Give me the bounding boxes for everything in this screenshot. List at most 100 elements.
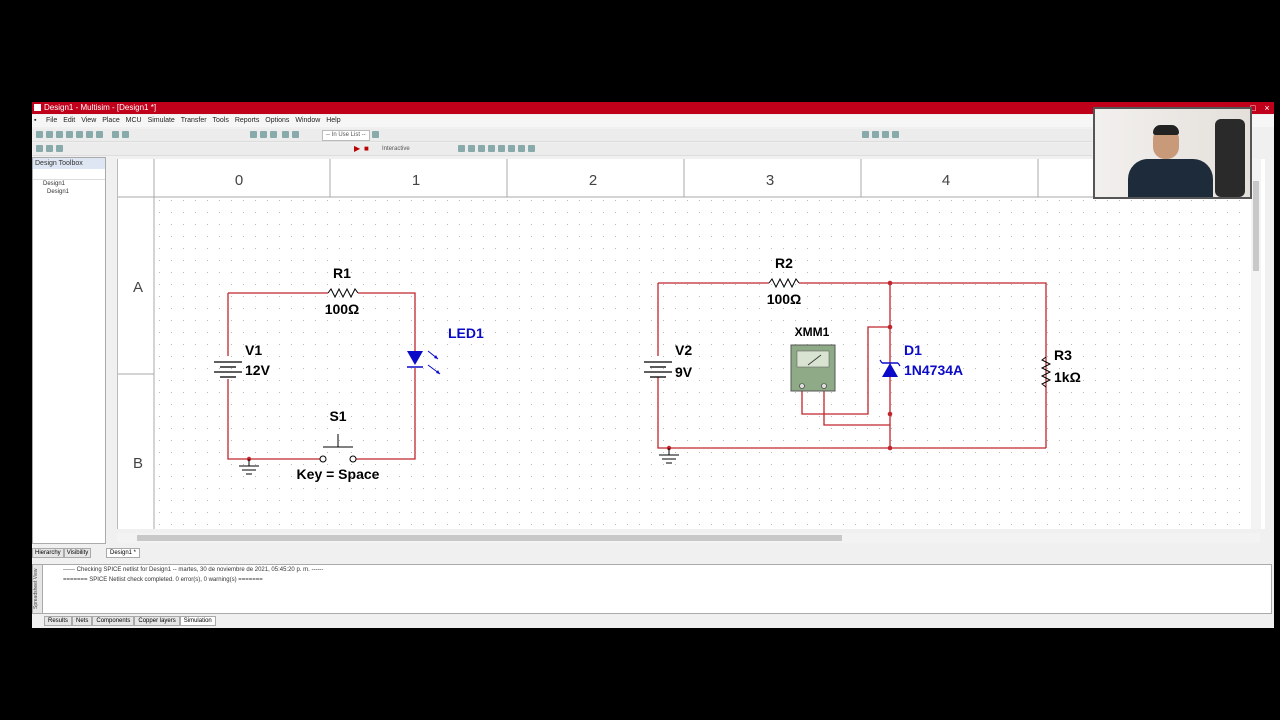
wire[interactable] — [823, 386, 890, 426]
print-icon[interactable] — [66, 131, 73, 138]
zoom-out-icon[interactable] — [122, 131, 129, 138]
place-icon[interactable] — [36, 145, 43, 152]
in-use-list-dropdown[interactable]: -- In Use List -- — [322, 130, 370, 141]
menu-view[interactable]: View — [81, 117, 97, 124]
tab-results[interactable]: Results — [44, 616, 73, 626]
open-icon[interactable] — [46, 131, 53, 138]
probe-diff-icon[interactable] — [488, 145, 495, 152]
xmm1-label: XMM1 — [795, 325, 830, 339]
vertical-scroll-thumb[interactable] — [1253, 181, 1259, 271]
r1-resistor-symbol[interactable] — [327, 287, 359, 299]
wire[interactable] — [358, 292, 416, 351]
schematic-canvas[interactable]: 0 1 2 3 4 A B R1 100Ω — [117, 159, 1265, 529]
led1-label: LED1 — [448, 325, 484, 341]
component-icon[interactable] — [250, 131, 257, 138]
v2-battery-symbol[interactable] — [644, 361, 672, 378]
new-icon[interactable] — [36, 131, 43, 138]
standard-toolbar: -- In Use List -- — [32, 129, 1092, 142]
r3-resistor-symbol[interactable] — [1040, 356, 1052, 388]
menu-mcu[interactable]: MCU — [125, 117, 142, 124]
v2-value: 9V — [675, 364, 693, 380]
probe-current-icon[interactable] — [468, 145, 475, 152]
tab-design1[interactable]: Design1 * — [106, 548, 141, 558]
led1-symbol[interactable] — [407, 350, 441, 375]
r3-value: 1kΩ — [1054, 369, 1081, 385]
menu-edit[interactable]: Edit — [63, 117, 76, 124]
d1-zener-symbol[interactable] — [879, 359, 901, 377]
ground-symbol[interactable] — [239, 456, 259, 475]
schematic-svg: 0 1 2 3 4 A B R1 100Ω — [118, 159, 1254, 529]
paste-icon[interactable] — [96, 131, 103, 138]
tab-copper-layers[interactable]: Copper layers — [134, 616, 180, 626]
probe-ref-icon[interactable] — [508, 145, 515, 152]
help-icon[interactable] — [372, 131, 379, 138]
menu-place[interactable]: Place — [102, 117, 120, 124]
output-line: ======= SPICE Netlist check completed. 0… — [63, 577, 263, 583]
close-button[interactable]: × — [1264, 103, 1270, 113]
tab-components[interactable]: Components — [92, 616, 135, 626]
v2-label: V2 — [675, 342, 692, 358]
menu-help[interactable]: Help — [326, 117, 341, 124]
s1-key: Key = Space — [297, 466, 380, 482]
cut-icon[interactable] — [76, 131, 83, 138]
d1-label: D1 — [904, 342, 922, 358]
doc-menu-icon[interactable]: ▪ — [34, 117, 37, 124]
d1-value: 1N4734A — [904, 362, 963, 378]
simulation-toolbar: ▶ ■ Interactive — [32, 143, 1092, 156]
wire[interactable] — [799, 282, 1047, 448]
wire[interactable] — [657, 377, 1046, 449]
tree-root-design1[interactable]: Design1 — [43, 181, 66, 187]
probe-power-icon[interactable] — [478, 145, 485, 152]
copy-icon[interactable] — [86, 131, 93, 138]
pause-icon[interactable]: ■ — [364, 144, 369, 153]
tab-simulation[interactable]: Simulation — [179, 616, 216, 626]
menu-options[interactable]: Options — [265, 117, 290, 124]
probe-settings-icon[interactable] — [518, 145, 525, 152]
undo-icon[interactable] — [282, 131, 289, 138]
bus-icon[interactable] — [892, 131, 899, 138]
menu-tools[interactable]: Tools — [212, 117, 229, 124]
redo-icon[interactable] — [292, 131, 299, 138]
probe-digital-icon[interactable] — [498, 145, 505, 152]
ground-symbol[interactable] — [659, 445, 679, 464]
menu-simulate[interactable]: Simulate — [147, 117, 175, 124]
menu-reports[interactable]: Reports — [234, 117, 260, 124]
probe-voltage-icon[interactable] — [458, 145, 465, 152]
probe-current-clamp-icon[interactable] — [528, 145, 535, 152]
wire[interactable] — [227, 379, 323, 460]
tab-hierarchy[interactable]: Hierarchy — [32, 548, 64, 558]
database-icon[interactable] — [270, 131, 277, 138]
r3-label: R3 — [1054, 347, 1072, 363]
wire-icon[interactable] — [46, 145, 53, 152]
menu-window[interactable]: Window — [295, 117, 321, 124]
save-icon[interactable] — [56, 131, 63, 138]
zoom-in-icon[interactable] — [112, 131, 119, 138]
tree-child-design1[interactable]: Design1 — [47, 189, 70, 195]
component-place-icon[interactable] — [862, 131, 869, 138]
s1-switch-symbol[interactable] — [319, 434, 357, 463]
title-bar: Design1 - Multisim - [Design1 *] – □ × — [32, 102, 1274, 114]
tab-visibility[interactable]: Visibility — [63, 548, 92, 558]
r2-resistor-symbol[interactable] — [768, 277, 800, 289]
junction-icon[interactable] — [56, 145, 63, 152]
horizontal-scrollbar[interactable] — [117, 533, 1260, 543]
wire[interactable] — [801, 326, 890, 415]
tab-nets[interactable]: Nets — [72, 616, 93, 626]
spreadsheet-icon[interactable] — [260, 131, 267, 138]
r2-value: 100Ω — [767, 291, 802, 307]
instrument-icon[interactable] — [872, 131, 879, 138]
v1-battery-symbol[interactable] — [214, 361, 242, 378]
output-panel: ------ Checking SPICE netlist for Design… — [42, 564, 1272, 614]
wire[interactable] — [353, 368, 416, 460]
horizontal-scroll-thumb[interactable] — [137, 535, 842, 541]
maximize-button[interactable]: □ — [1250, 103, 1256, 113]
run-icon[interactable]: ▶ — [354, 144, 361, 153]
xmm1-multimeter-symbol[interactable] — [790, 344, 836, 392]
vertical-scrollbar[interactable] — [1251, 159, 1261, 529]
menu-file[interactable]: File — [45, 117, 58, 124]
r1-value: 100Ω — [325, 301, 360, 317]
ruler-col-4: 4 — [942, 172, 950, 189]
interactive-mode-label[interactable]: Interactive — [382, 146, 410, 152]
menu-transfer[interactable]: Transfer — [180, 117, 207, 124]
probe-icon[interactable] — [882, 131, 889, 138]
